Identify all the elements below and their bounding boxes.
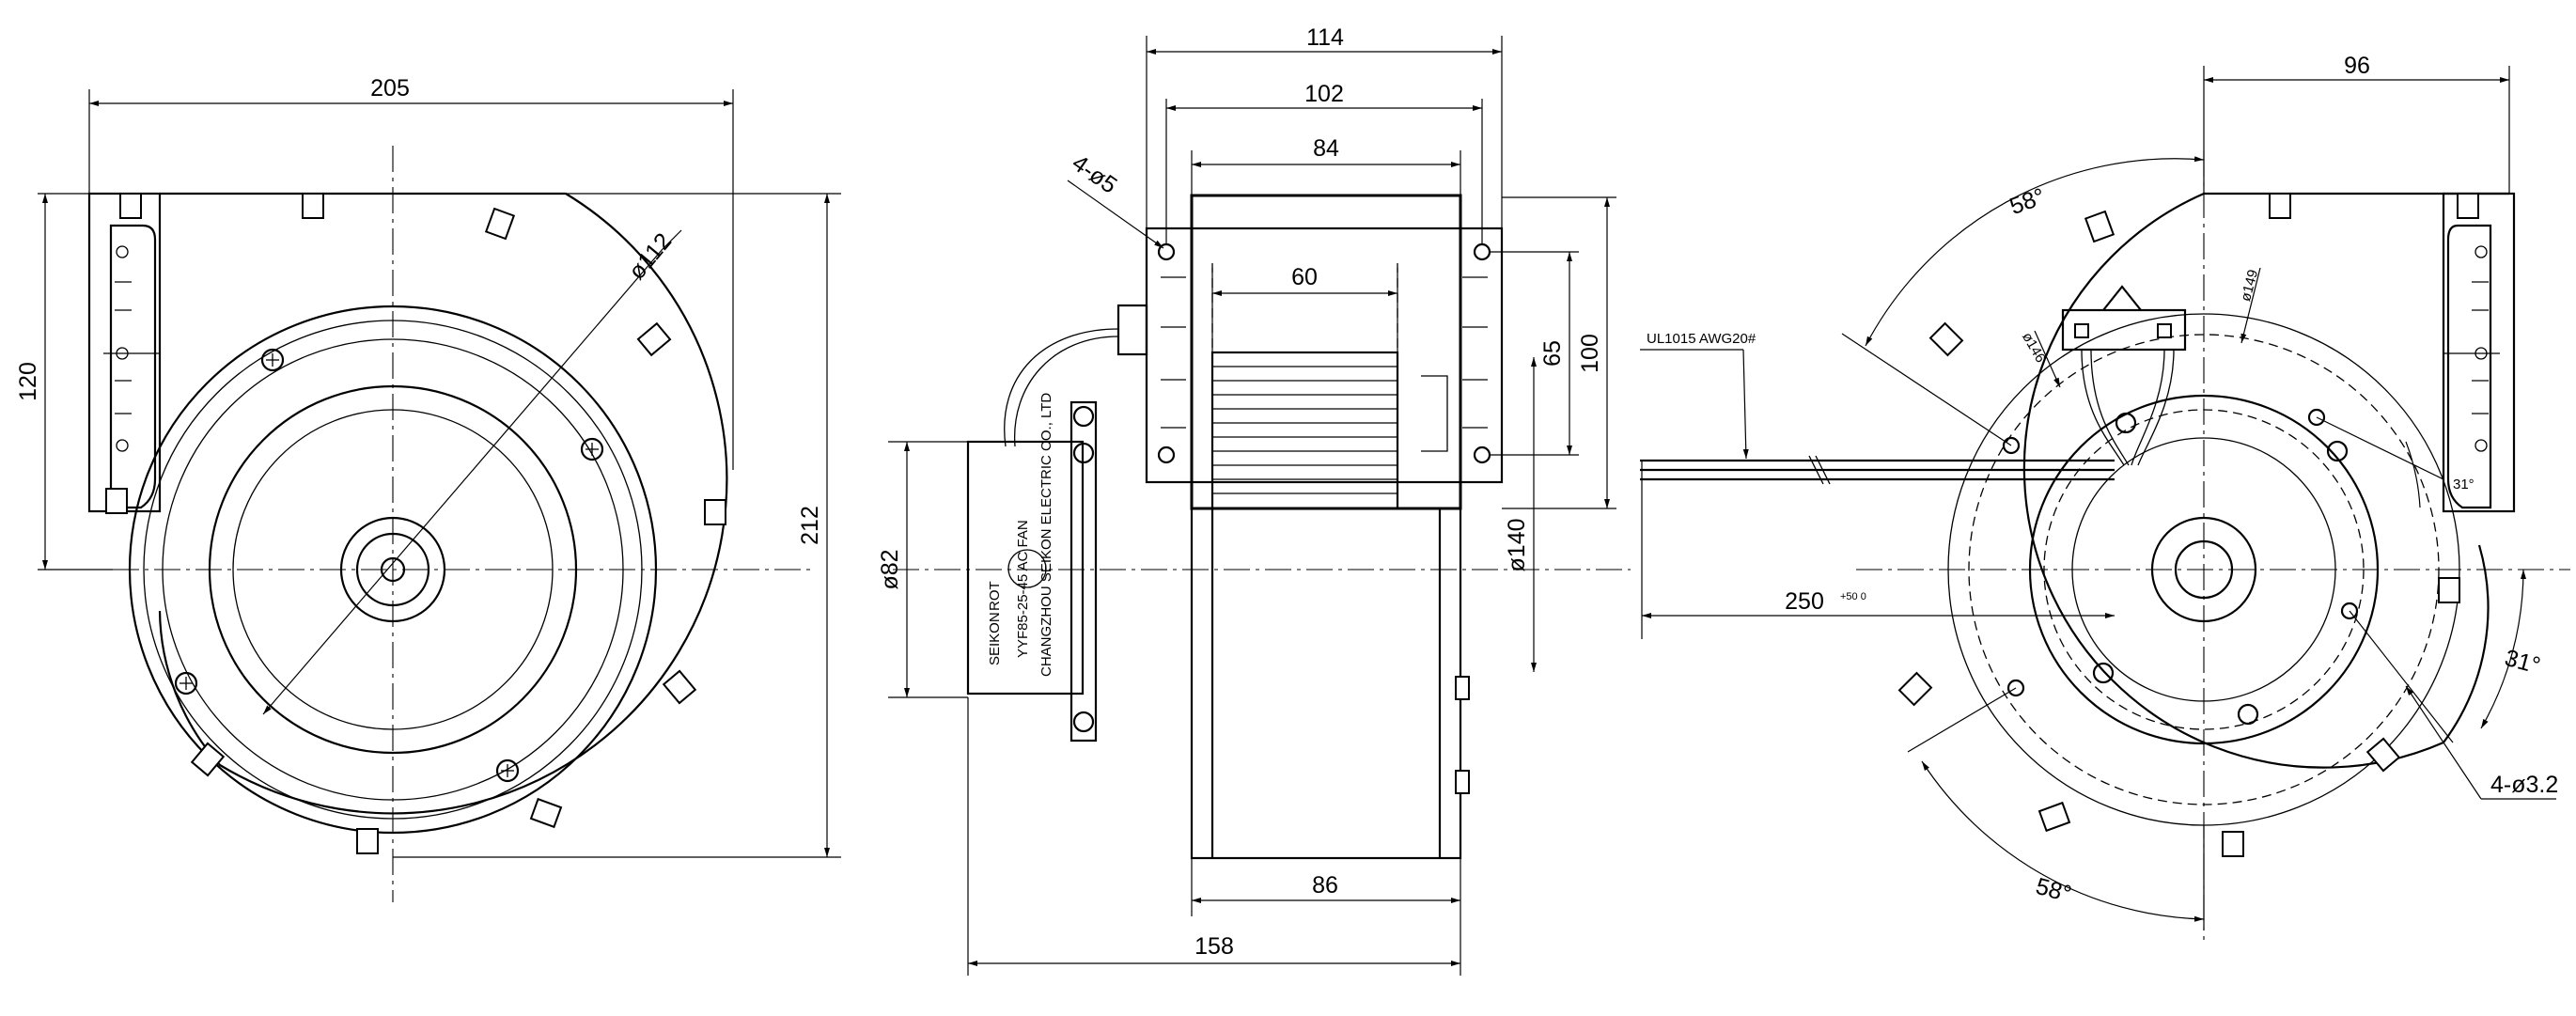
dim-102: 102 [1304,81,1344,107]
dim-d112: ø112 [623,228,677,285]
dim-4-d3-2: 4-ø3.2 [2490,772,2558,798]
front-view: 205 120 212 ø112 [15,75,841,902]
back-motor-ring [2028,394,2380,745]
nameplate-company: CHANGZHOU SEIKON ELECTRIC CO., LTD [1038,393,1054,677]
front-outer-ring [128,305,658,835]
back-housing [2022,192,2509,769]
dim-d82: ø82 [877,549,903,589]
dim-65: 65 [1539,340,1566,367]
side-view: CHANGZHOU SEIKON ELECTRIC CO., LTD YYF85… [877,24,1631,976]
dim-angle-31-small: 31° [2453,477,2475,492]
side-nameplate [966,440,1085,696]
dim-96: 96 [2344,53,2370,79]
front-screws [174,348,604,783]
side-cable-gland [1116,304,1148,356]
back-screws [2002,408,2359,726]
back-clips [1897,193,2479,857]
dim-250-tol: +50 0 [1840,591,1866,602]
front-hub [339,516,446,623]
dim-86: 86 [1312,872,1338,899]
side-scroll [1190,507,1462,860]
nameplate-model: YYF85-25-45 AC FAN [1015,520,1031,658]
front-housing [158,192,728,815]
nameplate-rot: ROT [987,581,1003,611]
front-shaft [380,556,406,583]
back-view: UL1015 AWG20# 250 +50 0 96 58° ø146 ø149… [1640,53,2570,940]
dim-angle-58-bottom: 58° [2033,873,2074,908]
back-bracket [2442,192,2516,513]
dim-120: 120 [15,362,41,401]
dim-100: 100 [1577,334,1603,373]
dim-158: 158 [1194,933,1234,960]
side-flange [1145,227,1504,484]
dim-angle-31-side: 31° [2502,645,2543,680]
dim-84: 84 [1313,135,1339,162]
back-hub [2174,539,2234,600]
dim-205: 205 [370,75,410,102]
cable-label: UL1015 AWG20# [1647,331,1756,347]
front-clips [105,193,726,854]
dim-212: 212 [797,506,823,545]
side-impeller [1210,351,1399,510]
nameplate-brand: SEIKON [987,612,1003,665]
dim-angle-58-top: 58° [2006,183,2049,220]
dim-4-d5: 4-ø5 [1068,149,1122,198]
dim-250: 250 [1785,588,1824,615]
dim-d140: ø140 [1504,519,1530,572]
dim-60: 60 [1291,264,1318,290]
dim-114: 114 [1306,24,1344,51]
dim-d149: ø149 [2238,268,2261,303]
front-bracket [87,192,162,513]
side-terminal-strip [1069,400,1098,742]
